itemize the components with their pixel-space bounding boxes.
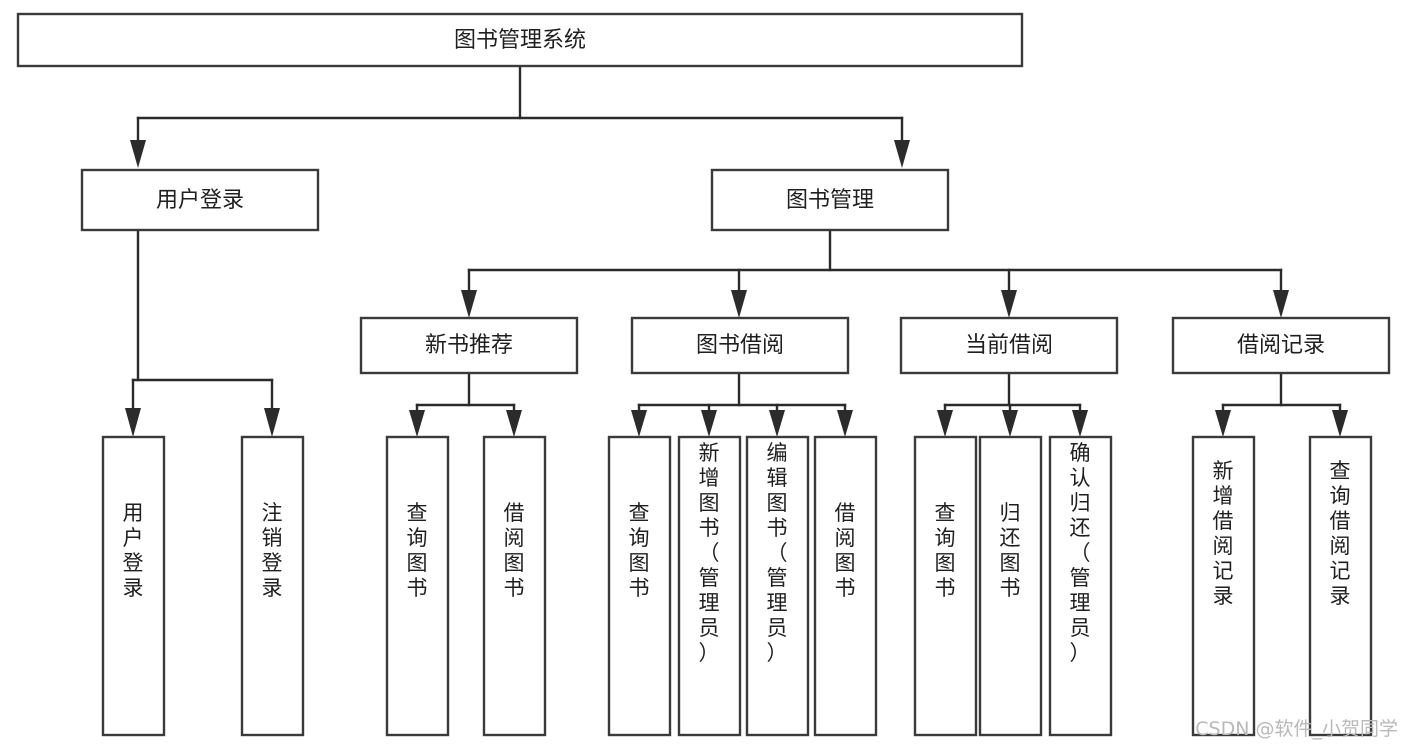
node-leaf-edit-book-label: 编辑图书（管理员） [767, 441, 788, 665]
connector-newbook-to-leaves [409, 371, 522, 437]
node-leaf-query-book-2-label: 查询图书 [629, 501, 650, 600]
arrow-head-icon [1001, 290, 1017, 318]
node-leaf-query-book-3-box[interactable] [913, 435, 978, 737]
node-leaf-query-book-3[interactable]: 查询图书 [913, 435, 978, 737]
node-user-login-label: 用户登录 [156, 188, 244, 213]
node-leaf-edit-book[interactable]: 编辑图书（管理员） [745, 435, 810, 737]
arrow-head-icon [1273, 290, 1289, 318]
node-current-borrow-box[interactable] [899, 316, 1119, 375]
node-book-borrow[interactable]: 图书借阅 [630, 316, 850, 375]
node-leaf-add-record-box[interactable] [1191, 435, 1256, 737]
node-leaf-confirm-return-label: 确认归还（管理员） [1070, 441, 1091, 665]
node-leaf-add-book[interactable]: 新增图书（管理员） [677, 435, 742, 737]
node-leaf-borrow-book-1[interactable]: 借阅图书 [482, 435, 547, 737]
node-borrow-record-box[interactable] [1171, 316, 1391, 375]
node-leaf-user-login-box[interactable] [101, 435, 166, 737]
node-leaf-query-record-box[interactable] [1308, 435, 1373, 737]
arrow-head-icon [1332, 410, 1348, 437]
arrow-head-icon [461, 290, 477, 318]
arrow-head-icon [1002, 410, 1018, 437]
node-leaf-confirm-return-box[interactable] [1048, 435, 1113, 737]
node-leaf-logout-label: 注销登录 [262, 501, 283, 600]
node-root-box[interactable] [16, 12, 1024, 68]
arrow-head-icon [731, 290, 747, 318]
node-leaf-user-login[interactable]: 用户登录 [101, 435, 166, 737]
node-root-label: 图书管理系统 [454, 28, 586, 53]
connector-bookmanage-to-level3 [461, 230, 1289, 318]
node-book-borrow-box[interactable] [630, 316, 850, 375]
connector-userlogin-to-leaves [125, 229, 280, 437]
node-leaf-add-book-box[interactable] [677, 435, 742, 737]
node-leaf-query-book-1[interactable]: 查询图书 [385, 435, 450, 737]
node-current-borrow-label: 当前借阅 [965, 333, 1053, 358]
node-leaf-add-record-label: 新增借阅记录 [1213, 459, 1234, 608]
node-leaf-user-login-label: 用户登录 [123, 501, 144, 600]
node-leaf-query-book-2[interactable]: 查询图书 [607, 435, 672, 737]
node-leaf-borrow-book-1-box[interactable] [482, 435, 547, 737]
node-root[interactable]: 图书管理系统 [16, 12, 1024, 68]
node-leaf-return-book-label: 归还图书 [1000, 501, 1021, 600]
node-leaf-return-book[interactable]: 归还图书 [978, 435, 1043, 737]
node-new-book-rec-box[interactable] [359, 316, 579, 375]
arrow-head-icon [1215, 410, 1231, 437]
node-leaf-query-book-1-label: 查询图书 [407, 501, 428, 600]
arrow-head-icon [631, 410, 647, 437]
node-leaf-edit-book-box[interactable] [745, 435, 810, 737]
connector-root-to-level2 [130, 64, 910, 168]
node-leaf-add-record[interactable]: 新增借阅记录 [1191, 435, 1256, 737]
node-book-manage-box[interactable] [710, 168, 950, 232]
connector-borrowrecord-to-leaves [1215, 371, 1348, 437]
arrow-head-icon [409, 410, 425, 437]
node-leaf-return-book-box[interactable] [978, 435, 1043, 737]
node-borrow-record-label: 借阅记录 [1237, 333, 1325, 358]
node-leaf-borrow-book-2[interactable]: 借阅图书 [813, 435, 878, 737]
node-leaf-query-book-2-box[interactable] [607, 435, 672, 737]
node-user-login[interactable]: 用户登录 [80, 168, 320, 232]
arrow-head-icon [264, 408, 280, 437]
node-leaf-query-book-1-box[interactable] [385, 435, 450, 737]
node-new-book-rec[interactable]: 新书推荐 [359, 316, 579, 375]
node-book-manage[interactable]: 图书管理 [710, 168, 950, 232]
node-user-login-box[interactable] [80, 168, 320, 232]
connector-bookborrow-to-leaves [631, 371, 853, 437]
node-borrow-record[interactable]: 借阅记录 [1171, 316, 1391, 375]
node-leaf-query-record-label: 查询借阅记录 [1330, 459, 1351, 608]
node-book-manage-label: 图书管理 [786, 188, 874, 213]
node-leaf-add-book-label: 新增图书（管理员） [699, 441, 720, 665]
node-leaf-confirm-return[interactable]: 确认归还（管理员） [1048, 435, 1113, 737]
node-leaf-logout[interactable]: 注销登录 [240, 435, 305, 737]
node-leaf-borrow-book-2-box[interactable] [813, 435, 878, 737]
arrow-head-icon [506, 410, 522, 437]
arrow-head-icon [769, 410, 785, 437]
node-leaf-borrow-book-1-label: 借阅图书 [504, 501, 525, 600]
arrow-head-icon [837, 410, 853, 437]
connector-currentborrow-to-leaves [937, 371, 1088, 437]
node-leaf-query-book-3-label: 查询图书 [935, 501, 956, 600]
node-leaf-logout-box[interactable] [240, 435, 305, 737]
arrow-head-icon [894, 140, 910, 168]
node-new-book-rec-label: 新书推荐 [425, 333, 513, 358]
node-book-borrow-label: 图书借阅 [696, 333, 784, 358]
arrow-head-icon [130, 140, 146, 168]
csdn-watermark: CSDN @软件_小贺同学 [1195, 718, 1398, 740]
node-current-borrow[interactable]: 当前借阅 [899, 316, 1119, 375]
arrow-head-icon [1072, 410, 1088, 437]
node-leaf-query-record[interactable]: 查询借阅记录 [1308, 435, 1373, 737]
arrow-head-icon [701, 410, 717, 437]
node-leaf-borrow-book-2-label: 借阅图书 [835, 501, 856, 600]
arrow-head-icon [125, 408, 141, 437]
arrow-head-icon [937, 410, 953, 437]
